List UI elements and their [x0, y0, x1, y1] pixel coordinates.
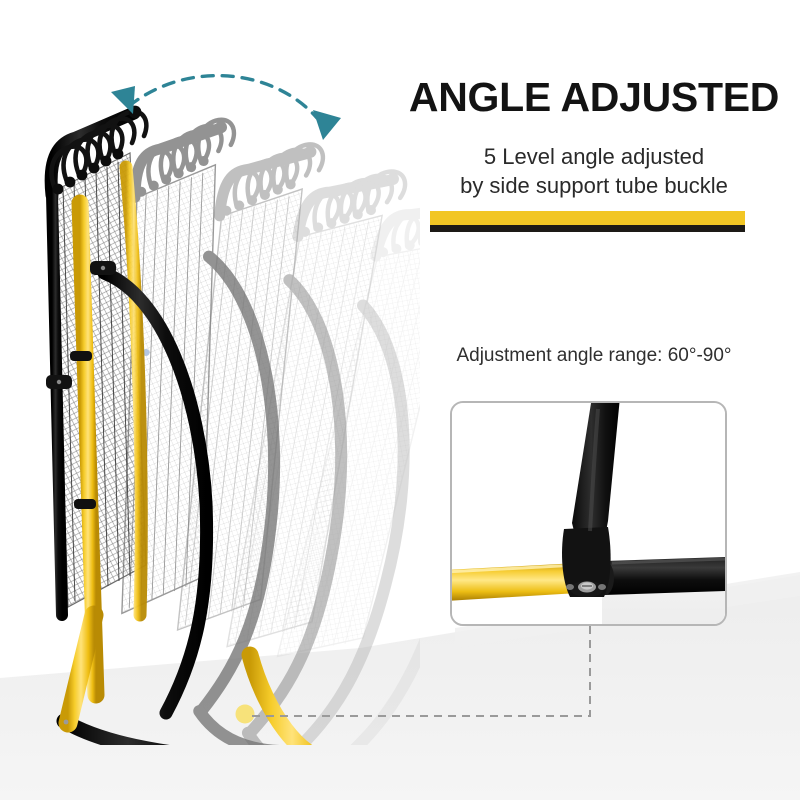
subtitle-line-2: by side support tube buckle — [460, 173, 728, 199]
inset-yellow-tube — [452, 563, 578, 601]
divider-dark-bar — [430, 225, 745, 232]
subtitle-line-1: 5 Level angle adjusted — [483, 144, 705, 169]
pivot-marker-dot — [235, 704, 255, 724]
ghost-position-4 — [226, 169, 410, 745]
frame-left-upright — [46, 189, 68, 621]
arrow-head-right — [313, 110, 341, 140]
base-bar — [56, 713, 171, 745]
divider-yellow-bar — [430, 211, 745, 225]
subtitle: 5 Level angle adjusted by side support t… — [404, 142, 784, 201]
tube-clips — [70, 351, 96, 509]
yellow-front-leg — [58, 605, 104, 733]
frame-lower-bracket — [46, 375, 72, 389]
ghost-position-2 — [121, 117, 291, 745]
support-bracket — [90, 261, 116, 275]
connector-dashed-path — [252, 624, 591, 717]
side-support-tube — [97, 266, 214, 720]
frame-top-rail — [44, 106, 141, 202]
yellow-curved-foot — [241, 646, 313, 745]
ghost-position-3 — [176, 142, 348, 745]
net-strings — [62, 161, 131, 602]
divider-rule — [430, 211, 745, 232]
yellow-side-tube — [71, 194, 105, 704]
page-title: ANGLE ADJUSTED — [408, 74, 780, 120]
inset-buckle-clamp — [562, 527, 611, 597]
tube-buckle-closeup-panel — [450, 401, 727, 626]
inset-support-arm — [572, 403, 620, 555]
arrow-head-left — [111, 86, 135, 114]
angle-arc-arrow — [111, 73, 341, 140]
angle-range-label: Adjustment angle range: 60°-90° — [456, 345, 732, 366]
arc-dashed-path — [127, 73, 319, 120]
rebounder-front-unit — [44, 105, 313, 745]
bungee-knobs — [52, 105, 142, 195]
product-illustration — [44, 105, 420, 745]
inset-black-tube — [604, 557, 725, 595]
bungee-loops — [49, 109, 149, 194]
inset-screw — [578, 581, 596, 593]
foot-screw — [63, 719, 69, 725]
net-mesh — [53, 152, 147, 608]
ghost-position-5 — [227, 176, 420, 745]
